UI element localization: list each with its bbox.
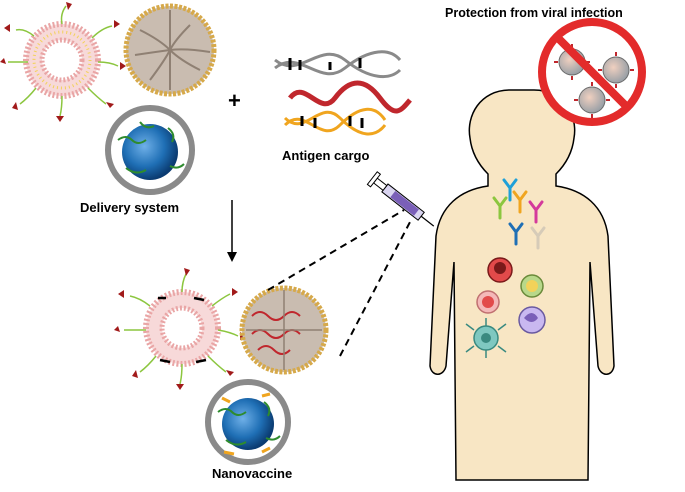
dashed-connectors [267,209,411,357]
antigen-cargo-label: Antigen cargo [282,148,370,163]
nanovaccine-inorganic-particle [205,379,291,465]
plus-sign: + [228,88,241,113]
virus-3 [574,82,610,118]
rna-strand-red [288,80,412,114]
dendritic-cell [465,318,507,358]
virus-2 [598,52,634,88]
prohibited-viruses-icon [538,18,646,126]
nanovaccine-label: Nanovaccine [212,466,293,481]
syringe-icon [366,171,435,227]
immune-cells-icon [465,257,546,358]
nanovaccine-polymer-particle [239,285,329,375]
liposome-top [0,2,126,122]
dna-strand-orange [283,107,387,136]
inorganic-nanoparticle-top [105,105,195,195]
delivery-system-label: Delivery system [80,200,180,215]
nanovaccine-liposome [114,268,246,390]
antibodies-icon [492,178,546,250]
process-arrow [227,200,237,262]
polymer-nanoparticle-top [123,3,217,97]
antigen-cargo-strands [274,50,412,136]
dna-strand-grey [274,50,402,79]
protection-label: Protection from viral infection [445,6,623,20]
